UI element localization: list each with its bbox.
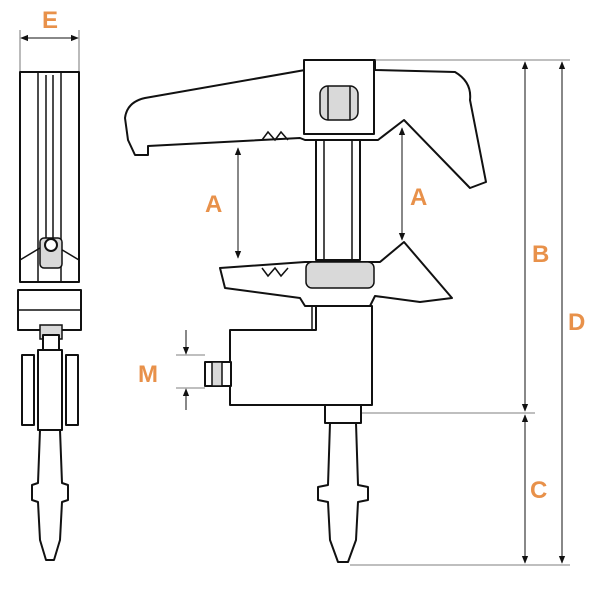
side-view [17,30,82,561]
dimension-label-e: E [42,7,58,34]
dimension-label-b: B [532,241,549,268]
dimension-label-a-right: A [410,184,427,211]
dimension-label-m: M [138,361,158,388]
dimension-label-c: C [530,477,547,504]
front-view [124,59,570,566]
dimension-label-d: D [568,309,585,336]
dimension-label-a-left: A [205,191,222,218]
